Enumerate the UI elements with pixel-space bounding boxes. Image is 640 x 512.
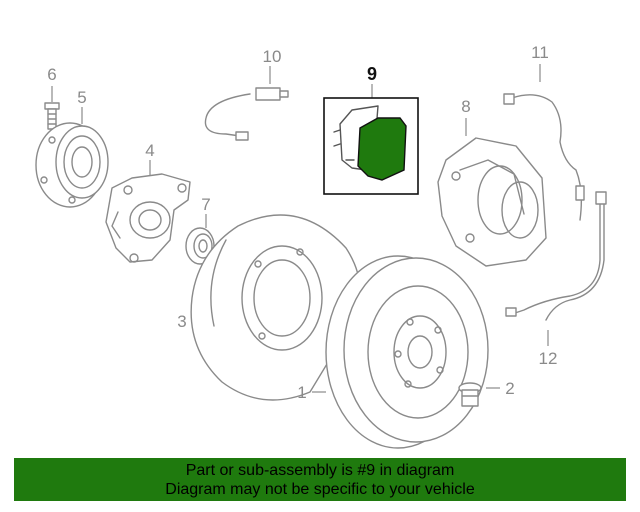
- callout-6: 6: [47, 65, 56, 84]
- part-11-brake-hose: [503, 64, 585, 221]
- callout-2: 2: [505, 379, 514, 398]
- part-1-brake-rotor: [312, 255, 489, 449]
- part-12-brake-line: [505, 191, 607, 346]
- part-9-pad-highlight: [357, 117, 407, 181]
- part-9-brake-pads[interactable]: [323, 84, 419, 195]
- callout-10: 10: [263, 47, 282, 66]
- callout-4: 4: [145, 141, 154, 160]
- callout-7: 7: [201, 195, 210, 214]
- callout-9: 9: [367, 64, 377, 84]
- callout-1: 1: [297, 383, 306, 402]
- part-2-plug: [458, 382, 500, 407]
- callout-5: 5: [77, 88, 86, 107]
- part-info-banner: Part or sub-assembly is #9 in diagram Di…: [14, 458, 626, 501]
- part-3-dust-shield: [190, 214, 361, 401]
- callout-8: 8: [461, 97, 470, 116]
- part-8-brake-caliper: [437, 118, 547, 267]
- callout-11: 11: [531, 43, 549, 62]
- part-6-bolt: [44, 86, 60, 130]
- part-4-wheel-carrier: [105, 160, 191, 263]
- callout-3: 3: [177, 312, 186, 331]
- part-10-wear-sensor: [204, 66, 289, 141]
- part-5-wheel-hub: [35, 107, 109, 208]
- part-info-line-1: Part or sub-assembly is #9 in diagram: [185, 462, 455, 479]
- part-info-line-2: Diagram may not be specific to your vehi…: [165, 481, 475, 498]
- brake-parts-diagram: 6 5 4 7 3 1 2 8 10 9 11 12: [35, 43, 607, 449]
- callout-12: 12: [539, 349, 558, 368]
